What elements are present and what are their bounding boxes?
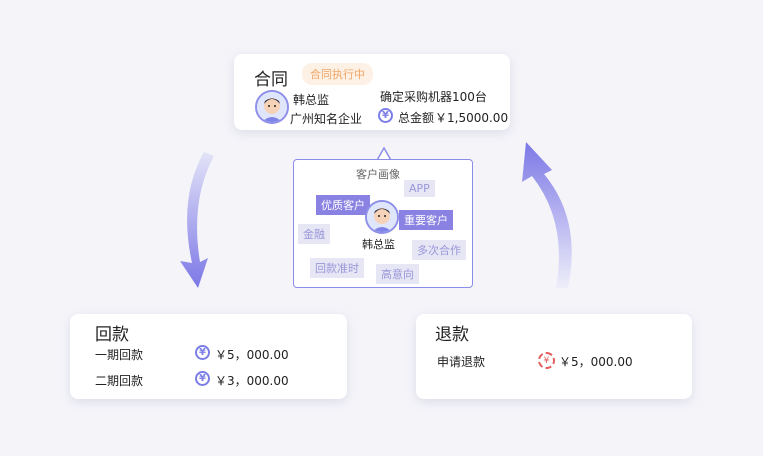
refund-title: 退款 bbox=[435, 325, 469, 345]
payment-row-1-label: 一期回款 bbox=[95, 348, 144, 362]
contract-company: 广州知名企业 bbox=[290, 112, 363, 126]
portrait-title: 客户画像 bbox=[356, 168, 400, 181]
tag-quality-customer: 优质客户 bbox=[316, 195, 370, 215]
curved-arrow-down-icon bbox=[180, 152, 214, 288]
yen-icon: ¥ bbox=[195, 371, 210, 386]
contract-total-amount: ￥1,5000.00 bbox=[435, 111, 509, 125]
tag-finance: 金融 bbox=[298, 224, 330, 244]
refund-row-label: 申请退款 bbox=[437, 355, 486, 369]
payment-row-1-amount: ￥5，000.00 bbox=[215, 348, 289, 362]
customer-portrait-panel: 客户画像 APP 优质客户 重要客户 金融 韩总监 多次合作 回款准时 高意向 bbox=[293, 159, 473, 288]
portrait-avatar bbox=[365, 200, 399, 234]
tag-app: APP bbox=[404, 180, 435, 197]
tag-important-customer: 重要客户 bbox=[399, 210, 453, 230]
contract-total-label: 总金额 bbox=[398, 111, 435, 125]
refund-row-amount: ￥5，000.00 bbox=[559, 355, 633, 369]
payment-card[interactable]: 回款 一期回款 ¥ ￥5，000.00 二期回款 ¥ ￥3，000.00 bbox=[70, 314, 347, 399]
refund-card[interactable]: 退款 申请退款 ¥ ￥5，000.00 bbox=[416, 314, 692, 399]
contract-card[interactable]: 合同 合同执行中 韩总监 广州知名企业 确定采购机器100台 ¥ 总金额 ￥1,… bbox=[234, 54, 510, 130]
person-avatar-icon bbox=[367, 202, 397, 232]
tag-high-intent: 高意向 bbox=[376, 264, 419, 284]
payment-row-2-label: 二期回款 bbox=[95, 374, 144, 388]
refund-icon: ¥ bbox=[538, 352, 555, 369]
contract-title: 合同 bbox=[254, 70, 288, 90]
contract-item: 确定采购机器100台 bbox=[380, 90, 487, 104]
contract-status-badge: 合同执行中 bbox=[302, 63, 373, 85]
tag-multi-cooperation: 多次合作 bbox=[412, 240, 466, 260]
payment-row-2-amount: ￥3，000.00 bbox=[215, 374, 289, 388]
payment-title: 回款 bbox=[95, 325, 129, 345]
curved-arrow-up-icon bbox=[522, 142, 572, 288]
avatar bbox=[255, 90, 289, 124]
contract-person-name: 韩总监 bbox=[293, 93, 330, 107]
yen-icon: ¥ bbox=[378, 108, 393, 123]
portrait-name: 韩总监 bbox=[362, 238, 395, 251]
person-avatar-icon bbox=[257, 92, 287, 122]
tag-ontime-payment: 回款准时 bbox=[310, 258, 364, 278]
yen-icon: ¥ bbox=[195, 345, 210, 360]
